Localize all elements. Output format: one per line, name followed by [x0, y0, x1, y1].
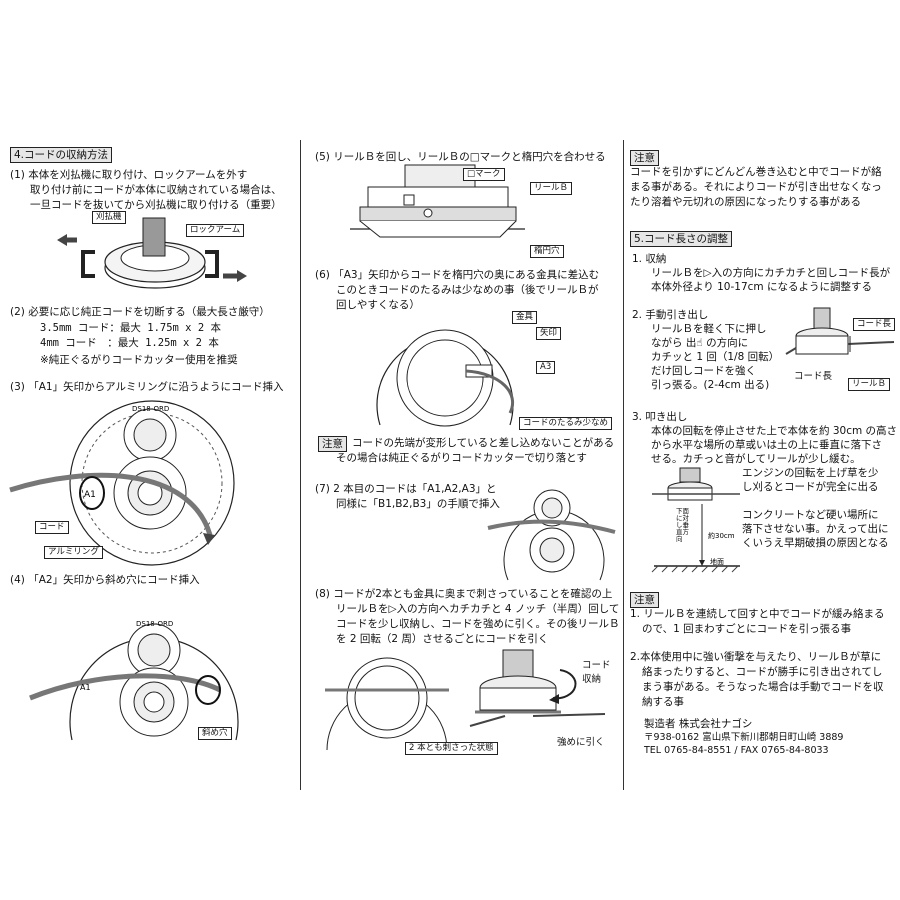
c3-side-6: くいうえ早期破損の原因となる [742, 537, 889, 549]
c3-line2: から水平な場所の草或いは土の上に垂直に落下さ [651, 439, 882, 451]
c3-line3: せる。カチっと音がしてリールが少し緩む。 [651, 453, 861, 465]
s7-line1: (7) 2 本目のコードは「A1,A2,A3」と [315, 483, 497, 495]
divider-2 [623, 140, 624, 790]
vertical-label: 下面に対し垂直方向 [676, 507, 689, 543]
label-reel-b-2: リールＢ [848, 378, 891, 391]
s1-line2: 取り付け前にコードが本体に収納されている場合は、 [30, 184, 282, 196]
fig-manual-pull [785, 307, 895, 355]
s8-line3: コードを少し収納し、コードを強めに引く。その後リールＢ [336, 618, 620, 630]
label-code-length: コード長 [853, 318, 896, 331]
part-mark: DS18-ORD [132, 405, 169, 413]
note-line2: その場合は純正ぐるがりコードカッターで切り落とす [336, 452, 587, 464]
note-label-col2: 注意 [318, 436, 347, 452]
note1-line2: まる事がある。それによりコードが引き出せなくなっ [630, 181, 882, 193]
note2-line2: ので、1 回まわすごとにコードを引っ張る事 [642, 623, 852, 635]
label-a3: A3 [536, 361, 556, 374]
fig-ground: 地面 [710, 557, 724, 566]
s6-line3: 回しやすくなる） [336, 299, 420, 311]
label-kariharaiki: 刈払機 [92, 211, 126, 224]
c1-line1: リールＢを▷入の方向にカチカチと回しコード長が [651, 267, 891, 279]
label-kingu: 金具 [512, 311, 538, 324]
fig-lockarm [57, 217, 247, 289]
s8-line4: を 2 回転（2 周）させるごとにコードを引く [336, 633, 549, 645]
label-code: コード [35, 521, 69, 534]
c2-line3: カチッと 1 回（1/8 回転） [651, 351, 780, 363]
c2-line1: リールＢを軽く下に押し [651, 323, 767, 335]
fig-reel-b [350, 164, 525, 238]
s6-line1: (6) 「A3」矢印からコードを楕円穴の奥にある金具に差込む [315, 269, 600, 281]
tel-fax: TEL 0765-84-8551 / FAX 0765-84-8033 [644, 745, 829, 756]
note2-label: 注意 [630, 592, 659, 608]
label-store-2: 収納 [582, 674, 602, 685]
part-mark-2: DS18-ORD [136, 620, 173, 628]
note2-line4: 2.本体使用中に強い衝撃を与えたり、リールＢが草に [630, 651, 882, 663]
s1-line3: 一旦コードを抜いてから刈払機に取り付ける（重要） [30, 199, 282, 211]
label-slack: コードのたるみ少なめ [519, 417, 613, 430]
note1-line1: コードを引かずにどんどん巻き込むと中でコードが絡 [630, 166, 882, 178]
fig-a2-insert: DS18-ORD A1 [29, 620, 239, 741]
label-arrow: 矢印 [536, 327, 562, 340]
c2-title: 2. 手動引き出し [632, 309, 709, 321]
s5-text: (5) リールＢを回し、リールＢの□マークと楕円穴を合わせる [315, 151, 606, 163]
s2-line4: ※純正ぐるがりコードカッター使用を推奨 [40, 354, 238, 366]
c2-line4: だけ回しコードを強く [651, 365, 756, 377]
s1-line1: (1) 本体を刈払機に取り付け、ロックアームを外す [10, 169, 248, 181]
label-both-inserted: 2 本とも刺さった状態 [405, 742, 498, 755]
s2-line1: (2) 必要に応じ純正コードを切断する（最大長さ厳守） [10, 306, 270, 318]
s8-line1: (8) コードが2本とも金具に奥まで刺さっていることを確認の上 [315, 588, 613, 600]
s3-text: (3) 「A1」矢印からアルミリングに沿うようにコード挿入 [10, 381, 284, 393]
label-code-length-2: コード長 [794, 371, 833, 382]
label-square-mark: □マーク [463, 168, 505, 181]
s7-line2: 同様に「B1,B2,B3」の手順で挿入 [336, 498, 500, 510]
label-pull-hard: 強めに引く [557, 737, 605, 748]
c3-side-1: エンジンの回転を上げ草を少 [742, 467, 879, 479]
c2-line5: 引っ張る。(2-4cm 出る) [651, 379, 770, 391]
c3-title: 3. 叩き出し [632, 411, 688, 423]
label-reel-b: リールＢ [530, 182, 573, 195]
c3-side-4: コンクリートなど硬い場所に [742, 509, 879, 521]
c3-side-5: 落下させない事。かえって出に [742, 523, 889, 535]
label-store-1: コード [582, 660, 611, 671]
a1-mark: A1 [84, 490, 96, 500]
s2-line3: 4mm コード ：最大 1.25m x 2 本 [40, 337, 219, 349]
label-lockarm: ロックアーム [186, 224, 245, 237]
c1-line2: 本体外径より 10-17cm になるように調整する [651, 281, 872, 293]
section-5-header: 5.コード長さの調整 [630, 231, 733, 247]
note2-line1: 1. リールＢを連続して回すと中でコードが緩み絡まる [630, 608, 885, 620]
fig-height: 約30cm [708, 531, 735, 540]
divider-1 [300, 140, 301, 790]
fig-b-insert [487, 489, 616, 581]
s4-text: (4) 「A2」矢印から斜め穴にコード挿入 [10, 574, 200, 586]
label-oval-hole: 楕円穴 [530, 245, 564, 258]
note1-line3: たり溶着や元切れの原因になったりする事がある [630, 196, 861, 208]
note2-line5: 絡まったりすると、コードが勝手に引き出されてし [642, 666, 883, 678]
fig-a3-insert [376, 329, 515, 427]
fig-a1-insert: A1 DS18-ORD [9, 400, 235, 566]
c2-line2: ながら 出☝ の方向に [651, 337, 749, 349]
c1-title: 1. 収納 [632, 253, 667, 265]
note2-line7: 納する事 [642, 696, 684, 708]
s2-line2: 3.5mm コード：最大 1.75m x 2 本 [40, 322, 221, 334]
fig-drop: 約30cm 地面 [651, 467, 740, 573]
label-diagonal-hole: 斜め穴 [198, 727, 232, 740]
note2-line6: まう事がある。そうなった場合は手動でコードを収 [642, 681, 884, 693]
note1-label: 注意 [630, 150, 659, 166]
section-4-header: 4.コードの収納方法 [10, 147, 113, 163]
address: 〒938-0162 富山県下新川郡朝日町山崎 3889 [644, 732, 844, 743]
c3-side-2: し刈るとコードが完全に出る [742, 481, 879, 493]
fig-both-inserted [325, 649, 606, 751]
note-line1: コードの先端が変形していると差し込めないことがある [352, 437, 615, 449]
maker: 製造者 株式会社ナゴシ [644, 718, 753, 730]
s8-line2: リールＢを▷入の方向へカチカチと 4 ノッチ（半周）回して [336, 603, 620, 615]
a1-mark-2: A1 [80, 683, 91, 692]
s6-line2: このときコードのたるみは少なめの事（後でリールＢが [336, 284, 599, 296]
c3-line1: 本体の回転を停止させた上で本体を約 30cm の高さ [651, 425, 898, 437]
label-aluminum-ring: アルミリング [44, 546, 103, 559]
